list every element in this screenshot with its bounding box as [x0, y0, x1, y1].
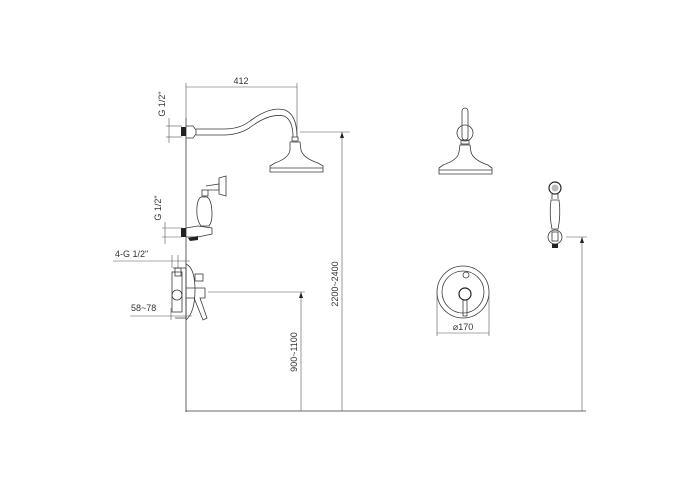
shower-arm [181, 108, 298, 139]
mixer-depth-dimension: 58~78 [130, 303, 192, 320]
head-height-label: 2200~2400 [330, 261, 340, 306]
plate-diameter-label: ⌀170 [453, 322, 473, 332]
shower-head-front [438, 107, 493, 175]
arm-length-label: 412 [233, 76, 248, 86]
head-height-dimension: 2200~2400 [300, 131, 350, 411]
upper-thread-dimension: G 1/2" [157, 91, 182, 143]
mixer-thread-dimension: 4-G 1/2" [113, 249, 190, 268]
lower-thread-label: G 1/2" [153, 195, 163, 220]
lower-thread-dimension: G 1/2" [153, 195, 182, 244]
hand-shower-side [181, 175, 227, 241]
hand-shower-height-dimension [566, 236, 587, 411]
mixer-thread-label: 4-G 1/2" [115, 249, 148, 259]
upper-thread-label: G 1/2" [157, 91, 167, 116]
hand-shower-front [547, 181, 563, 248]
shower-head-side [269, 136, 324, 173]
mixer-depth-label: 58~78 [131, 303, 156, 313]
mixer-height-label: 900~1100 [289, 332, 299, 372]
arm-length-dimension: 412 [185, 76, 298, 135]
mixer-front: ⌀170 [436, 265, 490, 336]
mixer-side [171, 263, 208, 321]
mixer-height-dimension: 900~1100 [208, 291, 305, 411]
